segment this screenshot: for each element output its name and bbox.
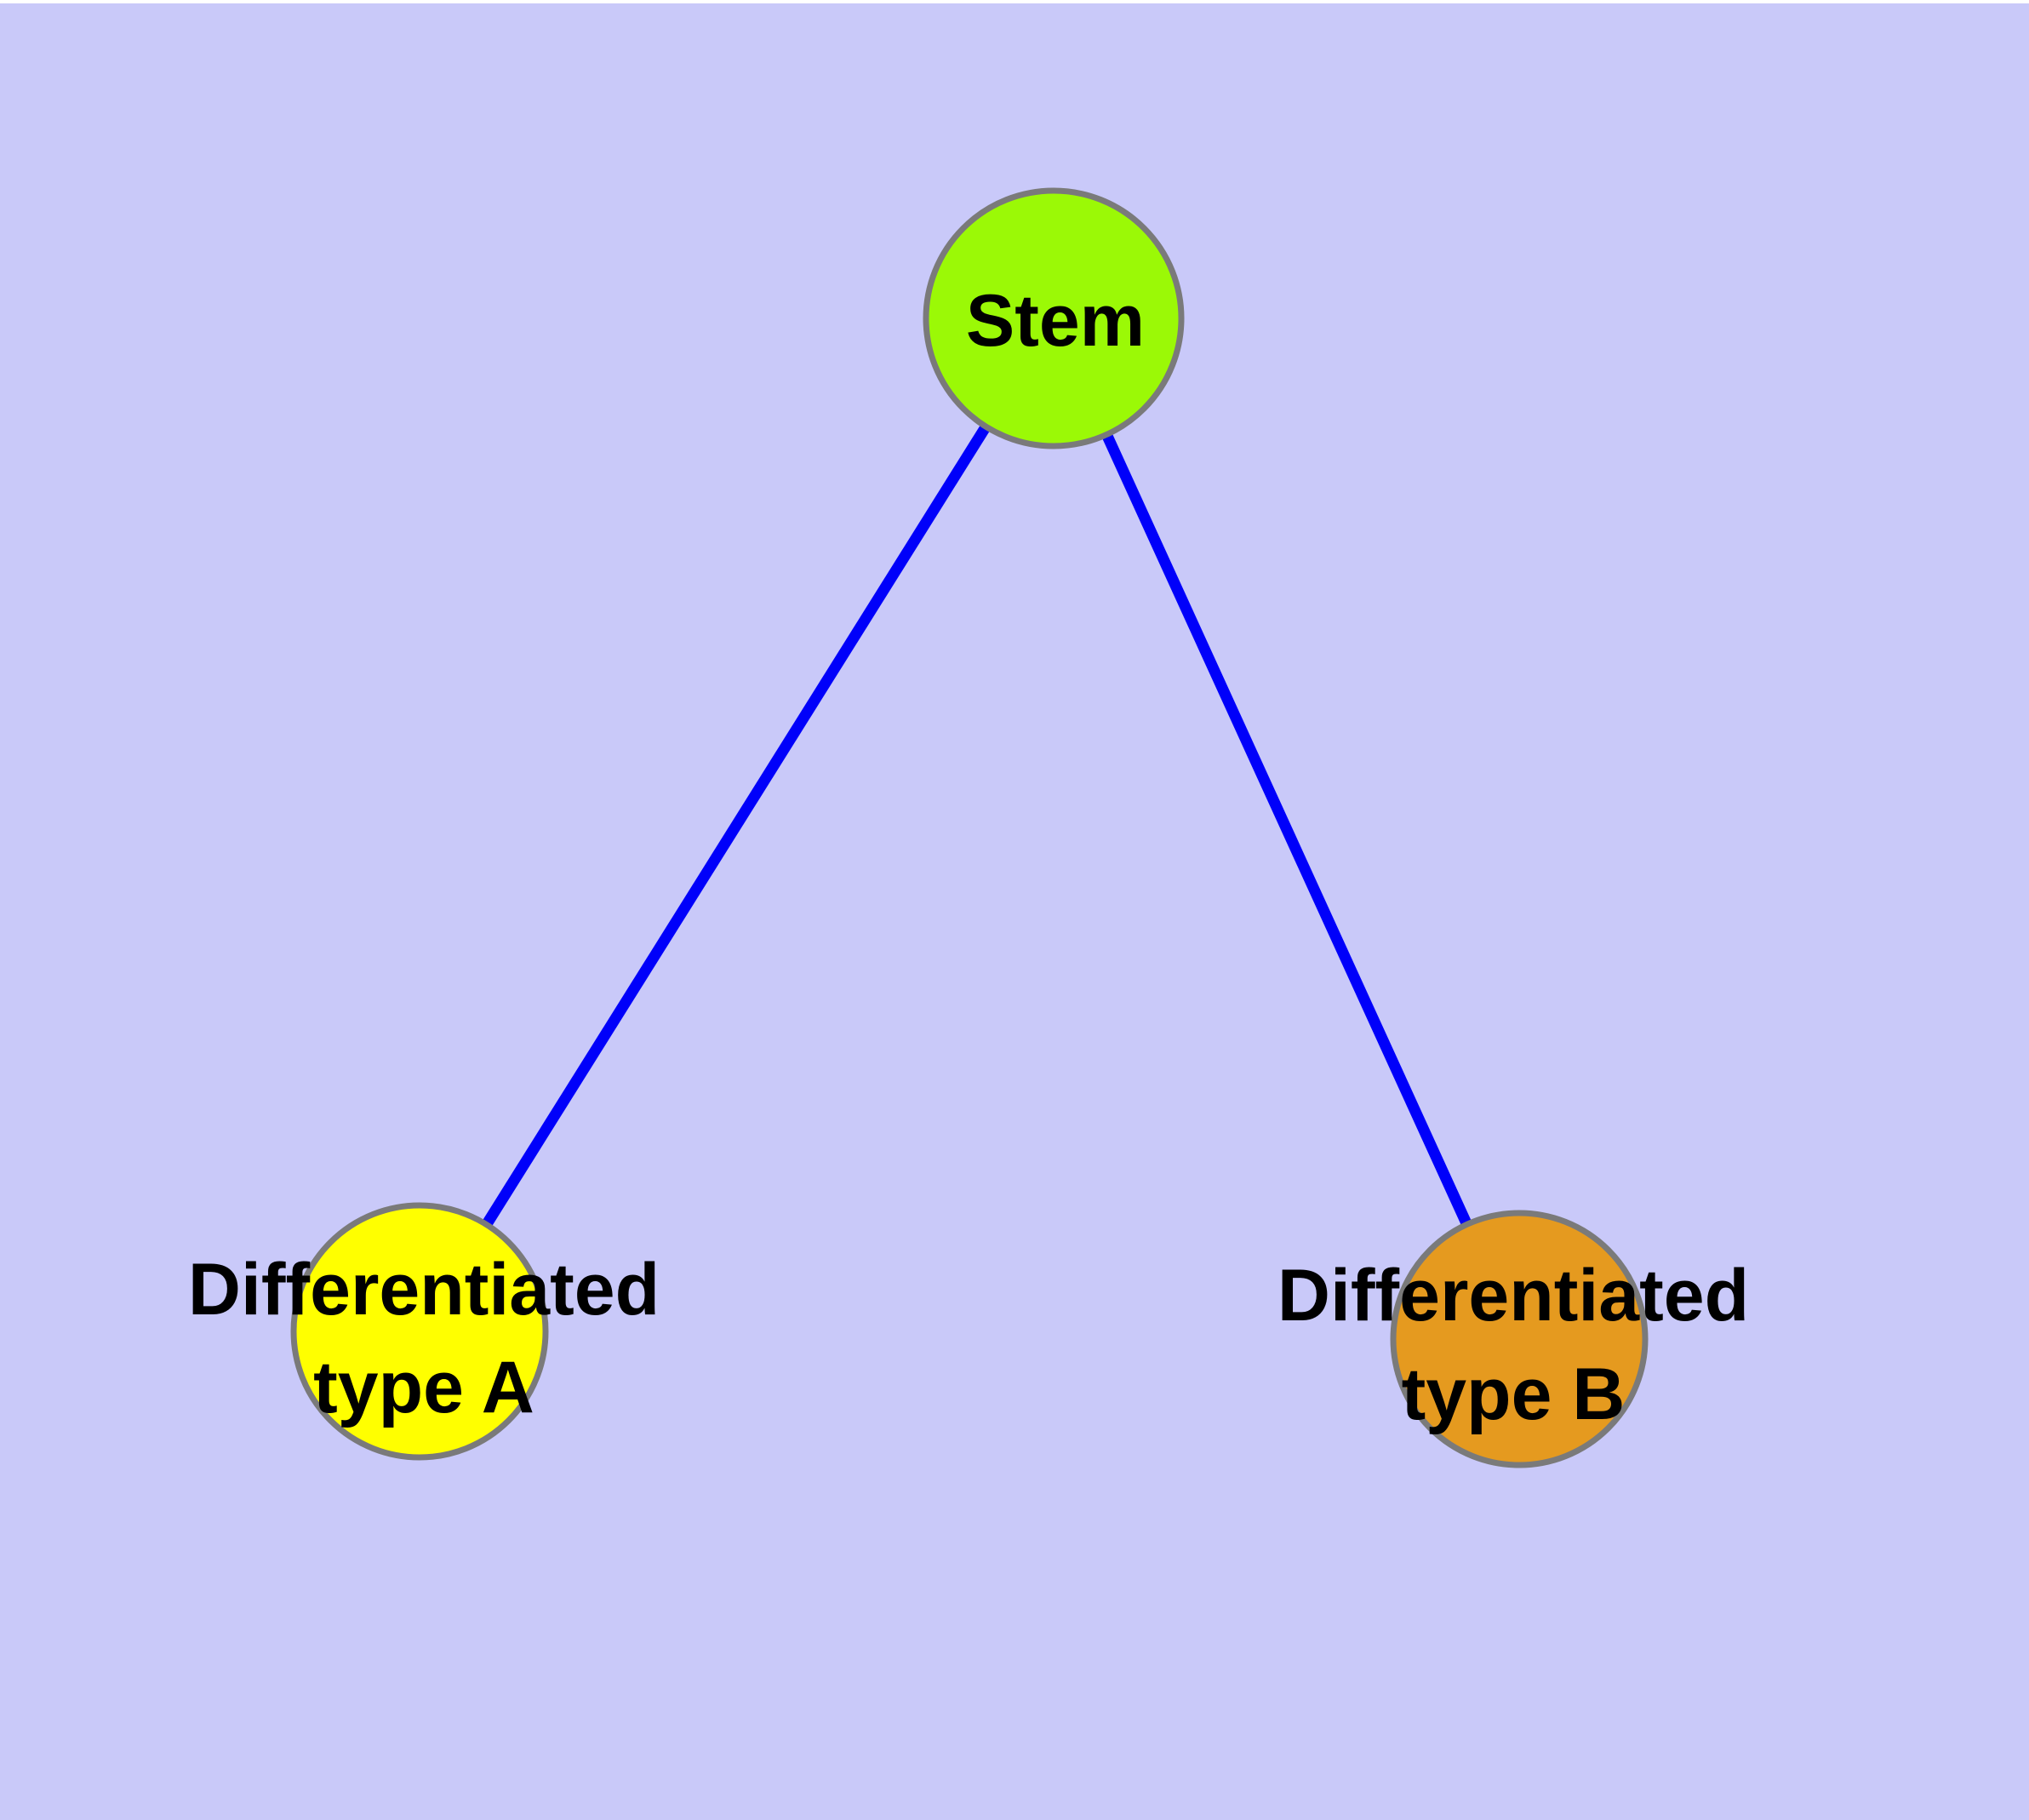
type-a-node-label-line2: type A [313, 1347, 534, 1428]
stem-node [923, 187, 1185, 449]
edge-stem-to-type-a [414, 315, 1059, 1335]
type-a-node [290, 1202, 549, 1461]
type-b-node-label-line1: Differentiated [1277, 1255, 1749, 1336]
stem-node-label: Stem [966, 280, 1145, 362]
type-b-node-label-line2: type B [1402, 1354, 1626, 1435]
type-b-node [1390, 1210, 1649, 1468]
type-a-node-label-line1: Differentiated [188, 1249, 660, 1331]
edge-stem-to-type-b [1049, 316, 1524, 1342]
